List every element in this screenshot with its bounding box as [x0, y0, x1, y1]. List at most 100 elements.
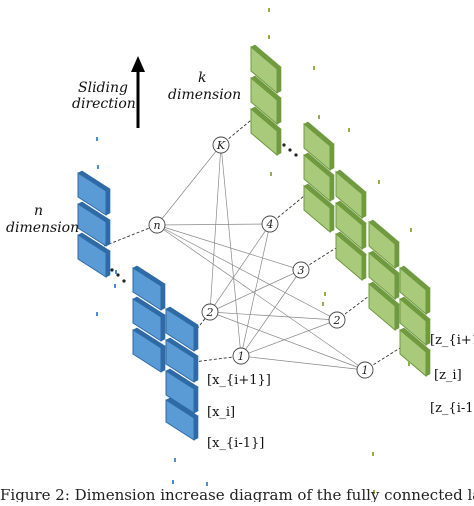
- output-slab-c2-r2: [335, 231, 367, 282]
- green-ellipsis-2: [294, 153, 298, 157]
- x-vector-label-top: [x_{i+1}]: [207, 373, 271, 388]
- green-dot-1: [268, 35, 270, 39]
- input-slab-c0-r0: [77, 170, 111, 216]
- connection-line-0: [156, 144, 222, 226]
- center-node-2: 3: [292, 261, 310, 279]
- green-ellipsis-1: [288, 148, 292, 152]
- dotted-trails: [96, 8, 412, 494]
- connection-line-8: [209, 311, 338, 321]
- k-dimension-label-line1: k: [198, 70, 206, 86]
- green-dot-3: [313, 66, 315, 70]
- output-slab-c4-r0: [399, 265, 431, 316]
- input-slab-c2-r3: [165, 397, 199, 441]
- k-dimension-label-line2: dimension: [168, 87, 241, 103]
- green-dot-2: [270, 172, 272, 176]
- connection-line-3: [156, 224, 338, 321]
- output-slab-c4-r1: [399, 296, 431, 347]
- svg-text:3: 3: [298, 264, 305, 277]
- green-dot-8: [373, 490, 375, 494]
- output-slab-c3-r1: [368, 250, 400, 301]
- input-slabs: [77, 170, 199, 441]
- center-node-1: 4: [261, 215, 279, 233]
- input-node-1: 2: [201, 303, 219, 321]
- connection-line-6: [209, 223, 271, 313]
- feed-line-2: [193, 355, 242, 363]
- green-dot-9: [372, 452, 374, 456]
- output-slab-c0-r1: [250, 75, 282, 126]
- input-node-2: 1: [232, 347, 250, 365]
- output-slab-c1-r0: [303, 121, 335, 172]
- input-slab-c2-r1: [165, 337, 199, 383]
- green-dot-0: [268, 8, 270, 12]
- connection-line-14: [240, 355, 366, 371]
- z-vector-label-bot: [z_{i-1}]: [430, 401, 474, 416]
- svg-text:n: n: [153, 219, 160, 232]
- input-slab-c2-r2: [165, 368, 199, 414]
- green-dot-10: [408, 362, 410, 366]
- output-slab-c0-r0: [250, 44, 282, 95]
- output-slab-c4-r2: [399, 327, 431, 378]
- sliding-direction-arrow: [131, 56, 145, 128]
- input-slab-c0-r2: [77, 232, 111, 278]
- connection-line-4: [156, 224, 366, 371]
- output-slab-c1-r2: [303, 183, 335, 234]
- blue-dot-7: [206, 482, 208, 486]
- input-slab-c1-r1: [132, 296, 166, 342]
- svg-text:K: K: [216, 139, 226, 152]
- output-slab-c0-r2: [250, 106, 282, 157]
- svg-text:4: 4: [266, 218, 274, 231]
- green-dot-11: [322, 302, 324, 306]
- blue-dot-6: [174, 458, 176, 462]
- blue-dot-3: [96, 312, 98, 316]
- connection-line-13: [240, 319, 338, 357]
- neuron-nodes: n 2 1 K 4 3 2 1: [148, 136, 374, 379]
- connection-line-2: [156, 224, 302, 271]
- feed-line-0: [103, 224, 158, 247]
- green-dot-4: [318, 115, 320, 119]
- figure-caption: Figure 2: Dimension increase diagram of …: [0, 486, 474, 502]
- green-ellipsis-0: [282, 143, 286, 147]
- connection-line-11: [240, 223, 271, 357]
- output-node-1: 1: [356, 361, 374, 379]
- center-node-0: K: [212, 136, 230, 154]
- output-slab-c2-r0: [335, 169, 367, 220]
- svg-text:2: 2: [206, 306, 214, 319]
- svg-text:1: 1: [362, 364, 369, 377]
- blue-ellipsis-1: [116, 273, 120, 277]
- output-slab-c2-r1: [335, 200, 367, 251]
- svg-text:2: 2: [333, 314, 341, 327]
- z-vector-label-top: [z_{i+1}]: [430, 333, 474, 348]
- sliding-label-line2: direction: [72, 96, 136, 112]
- blue-dot-0: [96, 137, 98, 141]
- blue-ellipsis-0: [110, 268, 114, 272]
- green-dot-6: [378, 180, 380, 184]
- z-vector-label-mid: [z_i]: [434, 368, 462, 383]
- input-slab-c2-r0: [165, 306, 199, 352]
- sliding-label-line1: Sliding: [78, 80, 128, 96]
- blue-dot-4: [115, 270, 117, 274]
- x-vector-label-mid: [x_i]: [207, 405, 235, 420]
- connection-line-1: [156, 223, 271, 226]
- output-slab-c3-r2: [368, 281, 400, 332]
- n-dimension-label-line1: n: [34, 203, 43, 219]
- x-vector-label-bot: [x_{i-1}]: [207, 436, 264, 451]
- input-slab-c1-r2: [132, 327, 166, 373]
- input-node-0: n: [148, 216, 166, 234]
- input-slab-c1-r0: [132, 265, 166, 311]
- blue-dot-1: [97, 165, 99, 169]
- output-slabs: [250, 44, 431, 378]
- blue-dot-2: [114, 284, 116, 288]
- output-slab-c3-r0: [368, 219, 400, 270]
- connection-line-9: [209, 311, 366, 371]
- output-node-0: 2: [328, 311, 346, 329]
- connection-line-10: [220, 144, 242, 357]
- green-dot-7: [410, 228, 412, 232]
- n-dimension-label-line2: dimension: [6, 220, 79, 236]
- blue-ellipsis-2: [122, 279, 126, 283]
- green-dot-5: [348, 128, 350, 132]
- output-slab-c1-r1: [303, 152, 335, 203]
- green-dot-12: [324, 292, 326, 296]
- input-slab-c0-r1: [77, 201, 111, 247]
